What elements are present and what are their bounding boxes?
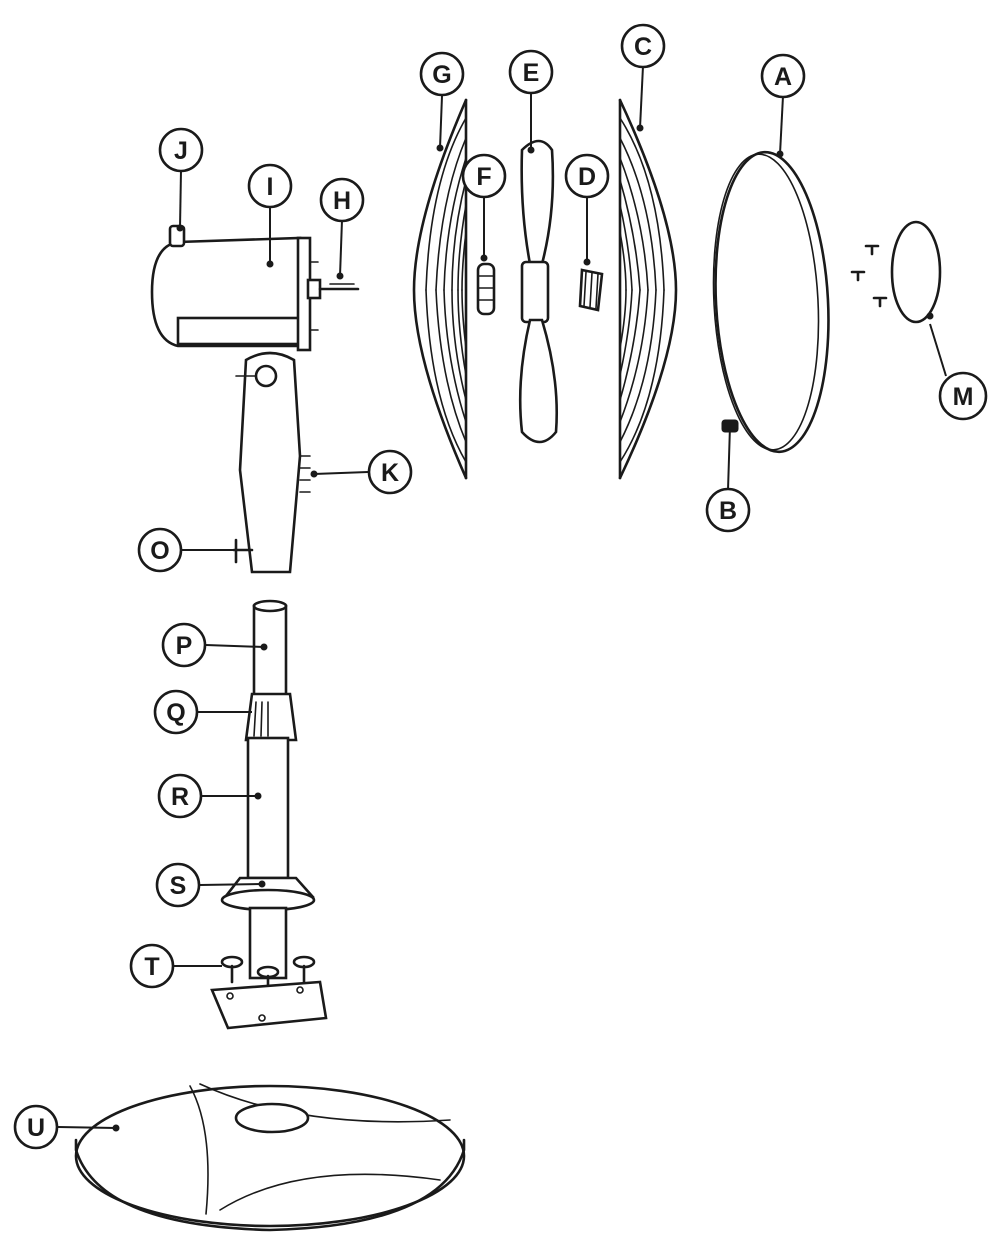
svg-text:S: S bbox=[170, 872, 187, 900]
svg-text:A: A bbox=[774, 63, 792, 91]
leader-lines bbox=[57, 65, 947, 1132]
svg-text:T: T bbox=[144, 953, 159, 981]
label-k: K bbox=[367, 449, 413, 495]
label-s: S bbox=[155, 862, 201, 908]
label-p: P bbox=[161, 622, 207, 668]
svg-text:F: F bbox=[476, 163, 491, 191]
svg-text:H: H bbox=[333, 187, 351, 215]
tilt-joint bbox=[235, 351, 311, 574]
svg-text:G: G bbox=[432, 61, 451, 89]
svg-text:C: C bbox=[634, 33, 652, 61]
label-b: B bbox=[705, 487, 751, 533]
label-h: H bbox=[319, 177, 365, 223]
svg-text:Q: Q bbox=[166, 699, 185, 727]
label-e: E bbox=[508, 49, 554, 95]
svg-text:J: J bbox=[174, 137, 188, 165]
label-q: Q bbox=[153, 689, 199, 735]
svg-text:U: U bbox=[27, 1114, 45, 1142]
label-i: I bbox=[247, 163, 293, 209]
label-t: T bbox=[129, 943, 175, 989]
badge-screws bbox=[850, 244, 888, 308]
label-g: G bbox=[419, 51, 465, 97]
label-j: J bbox=[158, 127, 204, 173]
base-plate bbox=[210, 980, 328, 1030]
inner-pole bbox=[252, 599, 288, 698]
svg-text:E: E bbox=[523, 59, 540, 87]
rear-guard bbox=[412, 98, 468, 480]
label-c: C bbox=[620, 23, 666, 69]
svg-text:I: I bbox=[267, 173, 274, 201]
label-a: A bbox=[760, 53, 806, 99]
label-o: O bbox=[137, 527, 183, 573]
svg-text:D: D bbox=[578, 163, 596, 191]
svg-text:K: K bbox=[381, 459, 399, 487]
motor-housing bbox=[150, 236, 319, 352]
svg-text:B: B bbox=[719, 497, 737, 525]
height-collar bbox=[244, 692, 298, 742]
svg-text:P: P bbox=[176, 632, 193, 660]
label-f: F bbox=[461, 153, 507, 199]
svg-text:R: R bbox=[171, 783, 189, 811]
label-d: D bbox=[564, 153, 610, 199]
label-m: M bbox=[938, 371, 988, 421]
outer-pole bbox=[246, 736, 290, 880]
guard-ring bbox=[712, 150, 830, 454]
fan-blade bbox=[518, 139, 559, 444]
base-screws bbox=[220, 955, 316, 994]
label-r: R bbox=[157, 773, 203, 819]
guard-nut bbox=[476, 262, 496, 316]
center-badge bbox=[890, 220, 942, 324]
round-base bbox=[74, 1083, 466, 1232]
motor-shaft bbox=[306, 278, 360, 300]
front-guard bbox=[618, 98, 678, 480]
svg-text:O: O bbox=[150, 537, 169, 565]
svg-text:M: M bbox=[953, 383, 974, 411]
label-u: U bbox=[13, 1104, 59, 1150]
blade-spinner bbox=[578, 268, 604, 312]
